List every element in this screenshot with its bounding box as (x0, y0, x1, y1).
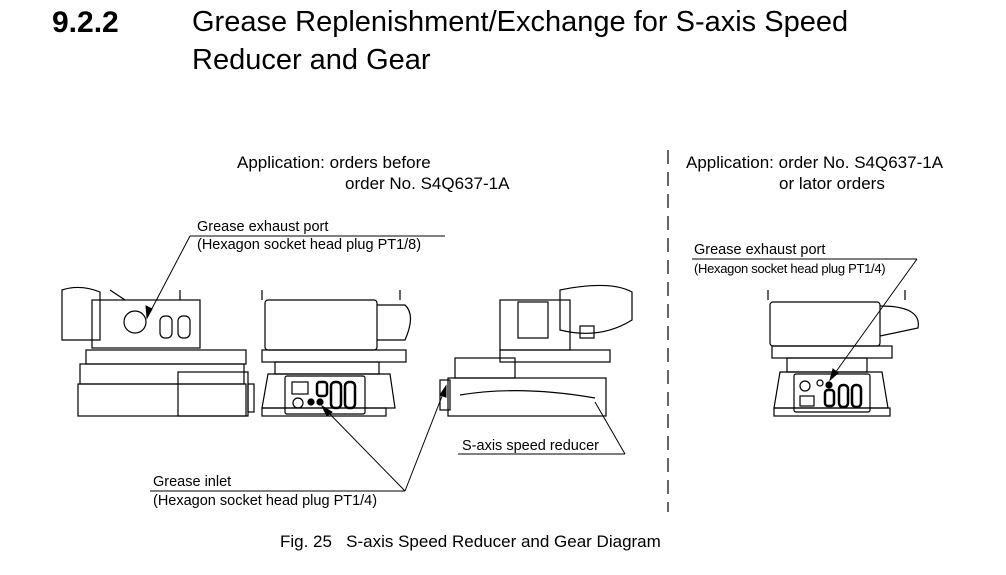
left-exhaust-label: Grease exhaust port (197, 219, 329, 235)
robot-view-2 (261, 290, 412, 417)
right-exhaust-label: Grease exhaust port (694, 242, 826, 258)
robot-view-3 (439, 284, 633, 417)
robot-view-1 (61, 286, 255, 417)
section-number: 9.2.2 (52, 6, 119, 39)
arrow-icon (145, 305, 153, 320)
inlet-plug: (Hexagon socket head plug PT1/4) (153, 493, 378, 509)
section-title-line1: Grease Replenishment/Exchange for S-axis… (192, 6, 849, 38)
right-application-line2: or lator orders (779, 174, 885, 193)
left-application-line2: order No. S4Q637-1A (345, 174, 510, 193)
right-exhaust-plug: (Hexagon socket head plug PT1/4) (694, 261, 886, 276)
arrow-icon (829, 368, 839, 382)
arrow-icon (320, 404, 333, 417)
figure-caption: Fig. 25 S-axis Speed Reducer and Gear Di… (280, 532, 661, 551)
arrow-icon (439, 384, 447, 398)
left-application-line1: Application: orders before (237, 153, 431, 172)
leader-lines (145, 235, 918, 492)
left-exhaust-plug: (Hexagon socket head plug PT1/8) (197, 237, 422, 253)
section-title-line2: Reducer and Gear (192, 44, 431, 76)
reducer-label: S-axis speed reducer (462, 438, 600, 454)
inlet-label: Grease inlet (153, 474, 232, 490)
right-application-line1: Application: order No. S4Q637-1A (686, 153, 944, 172)
robot-view-4 (767, 290, 919, 417)
